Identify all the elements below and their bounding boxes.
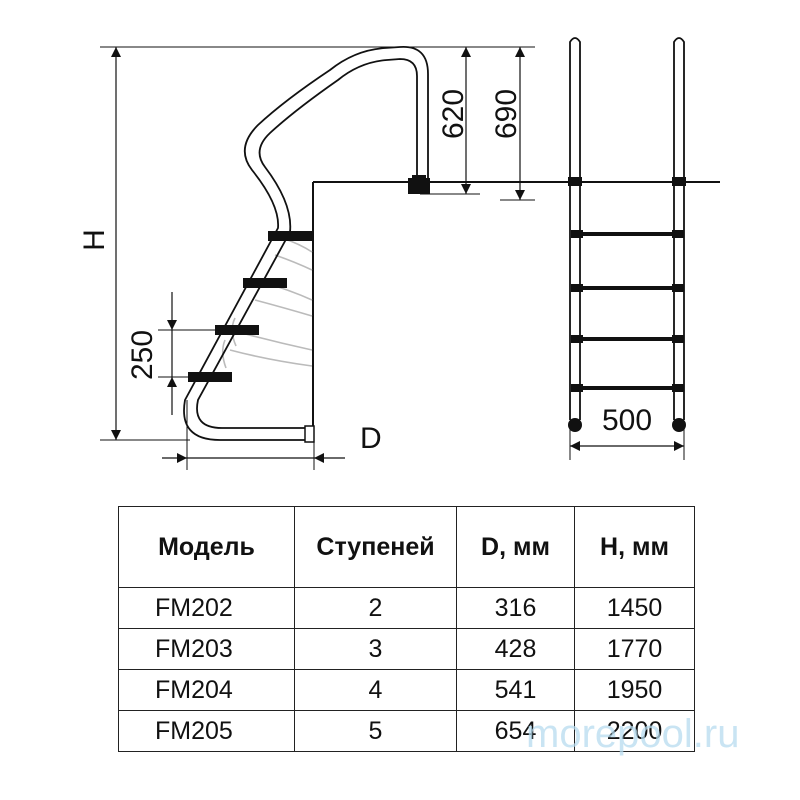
- side-view: H 620 690 250 D: [78, 46, 720, 470]
- step-brackets: [221, 237, 313, 369]
- cell-d: 654: [456, 710, 575, 752]
- dim-d-label: D: [360, 422, 382, 455]
- dim-620-label: 620: [437, 89, 470, 139]
- header-steps: Ступеней: [294, 506, 457, 588]
- front-foot-right: [672, 418, 686, 432]
- spec-table: Модель Ступеней D, мм H, мм FM202 2 316 …: [118, 506, 695, 752]
- cell-d: 541: [456, 669, 575, 711]
- cell-steps: 5: [294, 710, 457, 752]
- cell-h: 1450: [574, 587, 695, 629]
- table-row: FM204 4 541 1950: [118, 669, 695, 711]
- front-foot-left: [568, 418, 582, 432]
- cell-model: FM203: [118, 628, 295, 670]
- cell-steps: 4: [294, 669, 457, 711]
- front-rungs: [571, 230, 684, 392]
- header-model: Модель: [118, 506, 295, 588]
- ladder-diagram: H 620 690 250 D: [78, 37, 720, 470]
- dim-500-label: 500: [602, 404, 652, 437]
- dim-250-label: 250: [126, 330, 159, 380]
- watermark: morepool.ru: [526, 712, 740, 756]
- cell-h: 2200: [574, 710, 695, 752]
- front-rail-left: [569, 37, 581, 420]
- front-view: 500: [568, 37, 686, 460]
- cell-h: 1950: [574, 669, 695, 711]
- cell-model: FM204: [118, 669, 295, 711]
- table-row: FM205 5 654 2200: [118, 710, 695, 752]
- front-rail-right: [673, 37, 685, 420]
- header-d: D, мм: [456, 506, 575, 588]
- step-tread-4: [188, 372, 232, 382]
- cell-d: 316: [456, 587, 575, 629]
- step-tread-2: [243, 278, 287, 288]
- header-h: H, мм: [574, 506, 695, 588]
- table-header-row: Модель Ступеней D, мм H, мм: [118, 506, 695, 588]
- cell-model: FM205: [118, 710, 295, 752]
- cell-d: 428: [456, 628, 575, 670]
- dim-h-label: H: [78, 229, 111, 251]
- table-row: FM203 3 428 1770: [118, 628, 695, 670]
- wall-bumper: [304, 425, 315, 443]
- cell-steps: 3: [294, 628, 457, 670]
- dim-690-label: 690: [490, 89, 523, 139]
- step-tread-3: [215, 325, 259, 335]
- cell-model: FM202: [118, 587, 295, 629]
- step-tread-1: [268, 231, 312, 241]
- cell-h: 1770: [574, 628, 695, 670]
- table-row: FM202 2 316 1450: [118, 587, 695, 629]
- deck-anchor: [408, 178, 430, 194]
- cell-steps: 2: [294, 587, 457, 629]
